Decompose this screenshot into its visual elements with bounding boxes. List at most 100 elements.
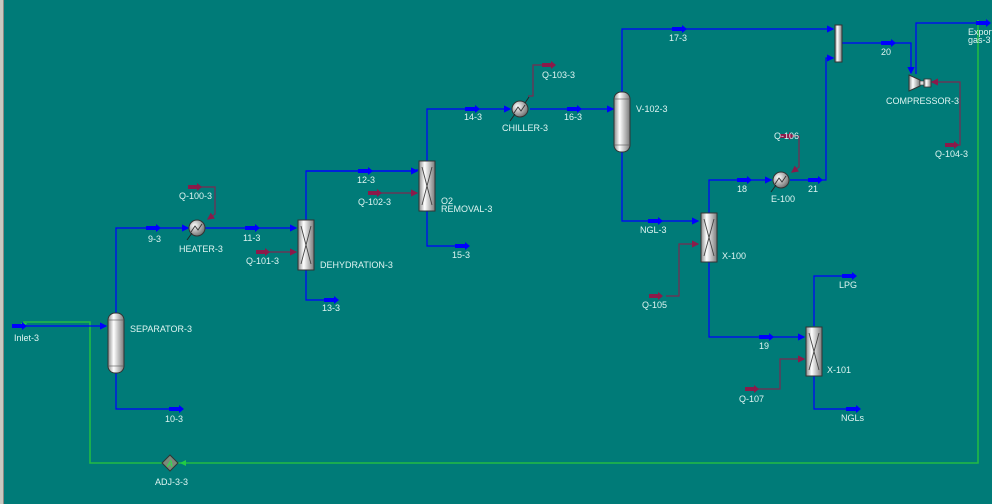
stream-19-line[interactable] bbox=[708, 262, 806, 341]
label-q-104-3: Q-104-3 bbox=[935, 149, 968, 159]
dehydration-3-reactor[interactable] bbox=[297, 219, 315, 271]
x-100-reactor[interactable] bbox=[700, 212, 718, 263]
label-q-106: Q-106 bbox=[774, 131, 799, 141]
stream-flags bbox=[12, 19, 991, 413]
o2-removal-3-reactor[interactable] bbox=[418, 160, 436, 212]
label-x-100: X-100 bbox=[722, 251, 746, 261]
flag-q103 bbox=[542, 61, 556, 69]
stream-15-3-line[interactable] bbox=[426, 211, 465, 247]
energy-q104-line[interactable] bbox=[930, 78, 961, 146]
label-heater-3: HEATER-3 bbox=[179, 244, 223, 254]
stream-ngl-3-line[interactable] bbox=[621, 152, 700, 225]
label-12-3: 12-3 bbox=[357, 175, 375, 185]
mixer-unit[interactable] bbox=[834, 24, 843, 63]
x-101-reactor[interactable] bbox=[805, 326, 823, 377]
heater-3-exchanger[interactable] bbox=[186, 219, 206, 241]
v-102-3-vessel[interactable] bbox=[613, 91, 631, 153]
stream-13-3-line[interactable] bbox=[305, 270, 338, 301]
label-14-3: 14-3 bbox=[464, 112, 482, 122]
stream-export-gas-line[interactable] bbox=[915, 22, 986, 74]
stream-10-3-line[interactable] bbox=[115, 372, 178, 410]
e-100-exchanger[interactable] bbox=[770, 171, 790, 193]
label-20: 20 bbox=[881, 47, 891, 57]
flag-17-3 bbox=[672, 25, 687, 33]
label-11-3: 11-3 bbox=[243, 233, 260, 243]
label-q-102-3: Q-102-3 bbox=[358, 197, 391, 207]
energy-q100-line[interactable] bbox=[190, 186, 216, 220]
flag-q102 bbox=[368, 189, 382, 197]
label-e-100: E-100 bbox=[771, 194, 795, 204]
compressor-3-unit[interactable] bbox=[908, 74, 932, 92]
flag-q100 bbox=[188, 183, 202, 191]
recycle-line[interactable] bbox=[23, 20, 979, 464]
chiller-3-exchanger[interactable] bbox=[509, 96, 530, 122]
flag-export-gas bbox=[976, 19, 991, 27]
energy-q103-line[interactable] bbox=[528, 64, 550, 97]
label-export-line1: Export bbox=[968, 27, 992, 37]
label-q-100-3: Q-100-3 bbox=[179, 191, 212, 201]
label-q-103-3: Q-103-3 bbox=[542, 70, 575, 80]
label-o2-removal-line2: REMOVAL-3 bbox=[441, 204, 492, 214]
label-13-3: 13-3 bbox=[322, 303, 340, 313]
stream-17-3-line[interactable] bbox=[621, 25, 835, 92]
flag-ngls bbox=[846, 405, 861, 413]
flag-11-3 bbox=[245, 224, 260, 232]
flag-20 bbox=[881, 39, 896, 47]
label-inlet-3: Inlet-3 bbox=[14, 333, 39, 343]
flag-10-3 bbox=[169, 405, 184, 413]
label-17-3: 17-3 bbox=[669, 33, 687, 43]
flag-q105 bbox=[649, 292, 663, 300]
flag-16-3 bbox=[567, 105, 582, 113]
label-19: 19 bbox=[759, 341, 769, 351]
flag-19 bbox=[759, 333, 774, 341]
energy-q105-line[interactable] bbox=[666, 240, 700, 297]
flag-q107 bbox=[745, 385, 759, 393]
stream-14-3-line[interactable] bbox=[426, 105, 512, 161]
label-adj-3-3: ADJ-3-3 bbox=[155, 477, 188, 487]
label-21: 21 bbox=[808, 184, 818, 194]
stream-21-line[interactable] bbox=[790, 54, 835, 181]
label-q-105: Q-105 bbox=[642, 300, 667, 310]
flag-q106 bbox=[780, 132, 794, 140]
label-ngl-3: NGL-3 bbox=[640, 225, 667, 235]
flag-21 bbox=[808, 176, 823, 184]
canvas-left-border bbox=[0, 0, 4, 504]
recycle-loop[interactable] bbox=[21, 20, 979, 466]
stream-9-3-line[interactable] bbox=[115, 224, 190, 313]
flag-18 bbox=[737, 176, 752, 184]
label-15-3: 15-3 bbox=[452, 250, 470, 260]
flag-12-3 bbox=[358, 167, 373, 175]
flag-13-3 bbox=[324, 296, 339, 304]
label-chiller-3: CHILLER-3 bbox=[502, 123, 548, 133]
flag-lpg bbox=[842, 272, 857, 280]
energy-q107-line[interactable] bbox=[745, 355, 806, 390]
label-o2-removal-line1: O2 bbox=[441, 196, 453, 206]
stream-lpg-line[interactable] bbox=[813, 275, 855, 326]
energy-q106-line[interactable] bbox=[783, 135, 800, 173]
stream-ngls-line[interactable] bbox=[813, 376, 855, 410]
flag-9-3 bbox=[146, 224, 161, 232]
label-lpg: LPG bbox=[839, 280, 857, 290]
energy-flags bbox=[188, 61, 959, 393]
flag-15-3 bbox=[455, 242, 470, 250]
label-18: 18 bbox=[737, 184, 747, 194]
adj-3-3-logic[interactable]: A bbox=[161, 454, 179, 472]
separator-3-vessel[interactable] bbox=[107, 312, 125, 374]
label-9-3: 9-3 bbox=[148, 234, 161, 244]
label-separator-3: SEPARATOR-3 bbox=[130, 324, 192, 334]
label-export-line2: gas-3 bbox=[968, 35, 991, 45]
label-dehydration-3: DEHYDRATION-3 bbox=[320, 260, 393, 270]
flag-inlet bbox=[12, 322, 27, 330]
label-16-3: 16-3 bbox=[564, 112, 582, 122]
label-ngls: NGLs bbox=[841, 413, 865, 423]
label-compressor-3: COMPRESSOR-3 bbox=[886, 96, 959, 106]
recycle-arrow bbox=[180, 460, 186, 466]
label-q-107: Q-107 bbox=[739, 394, 764, 404]
flag-q104 bbox=[945, 141, 959, 149]
adjust-glyph: A bbox=[166, 459, 173, 469]
stream-20-line[interactable] bbox=[842, 42, 915, 75]
label-q-101-3: Q-101-3 bbox=[246, 256, 279, 266]
label-10-3: 10-3 bbox=[165, 414, 183, 424]
